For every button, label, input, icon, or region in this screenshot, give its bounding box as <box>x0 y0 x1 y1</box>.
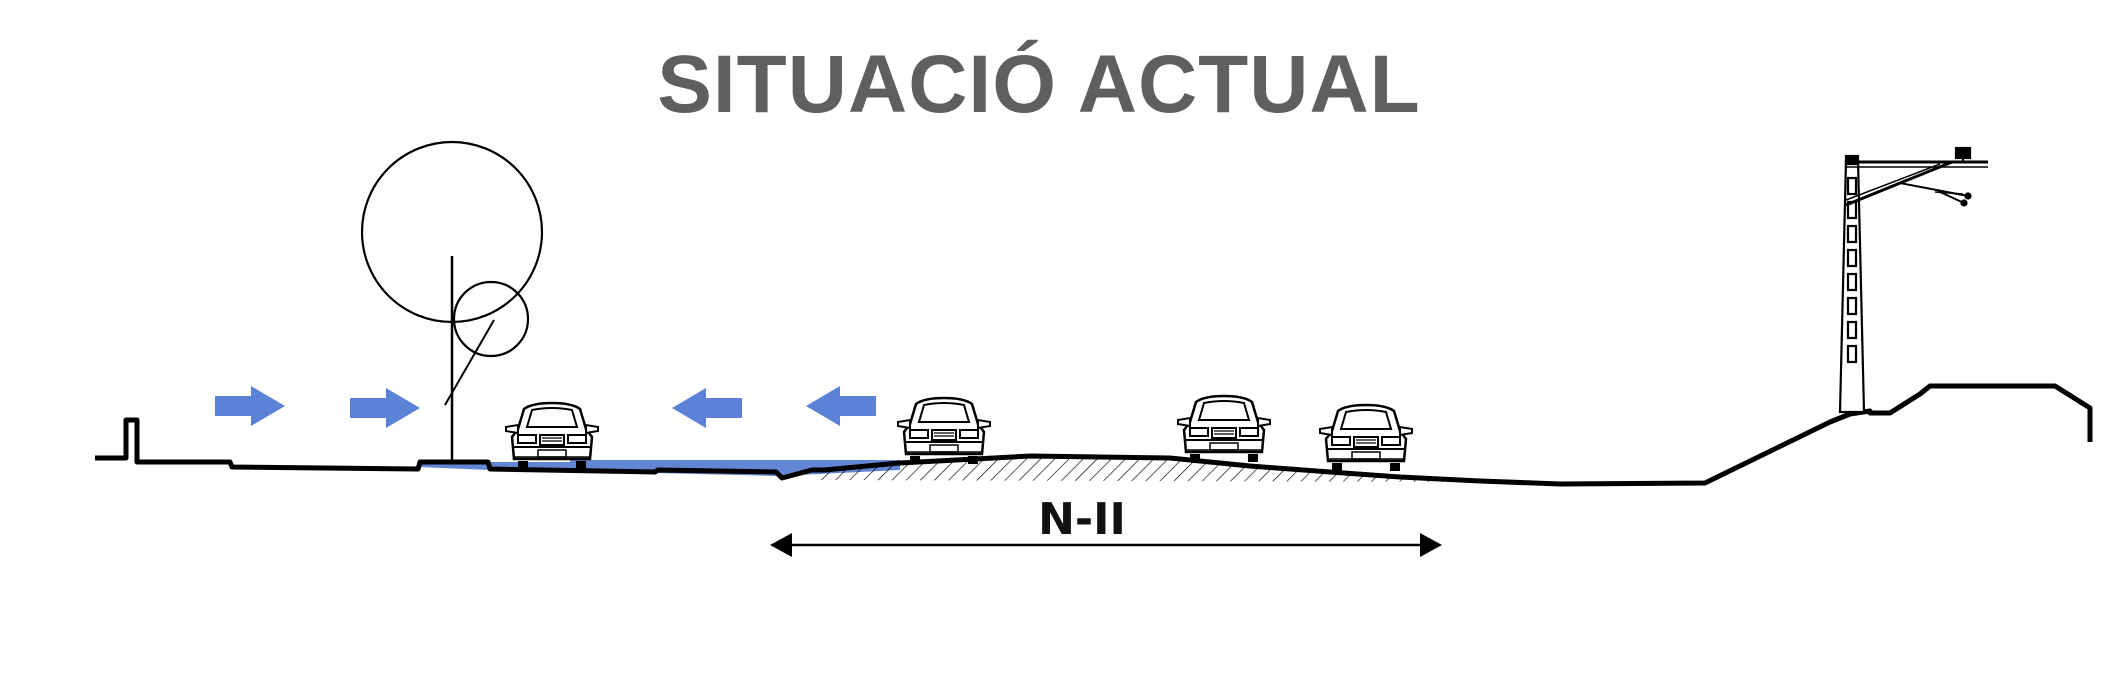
tree-icon <box>360 140 544 462</box>
dimension-arrow-icon <box>770 533 1442 557</box>
flow-arrow-right-icon <box>215 386 285 426</box>
page-title: SITUACIÓ ACTUAL <box>657 39 1421 130</box>
car-icon <box>896 396 992 466</box>
catenary-pole-icon <box>1838 146 1988 414</box>
flow-arrow-left-icon <box>806 386 876 426</box>
car-icon <box>1318 403 1414 473</box>
flow-arrow-left-icon <box>672 388 742 428</box>
ground-profile-line <box>95 383 2093 487</box>
car-icon <box>504 401 600 471</box>
car-icon <box>1176 394 1272 464</box>
flow-arrow-right-icon <box>350 388 420 428</box>
road-name-label: N-II <box>1038 494 1126 545</box>
